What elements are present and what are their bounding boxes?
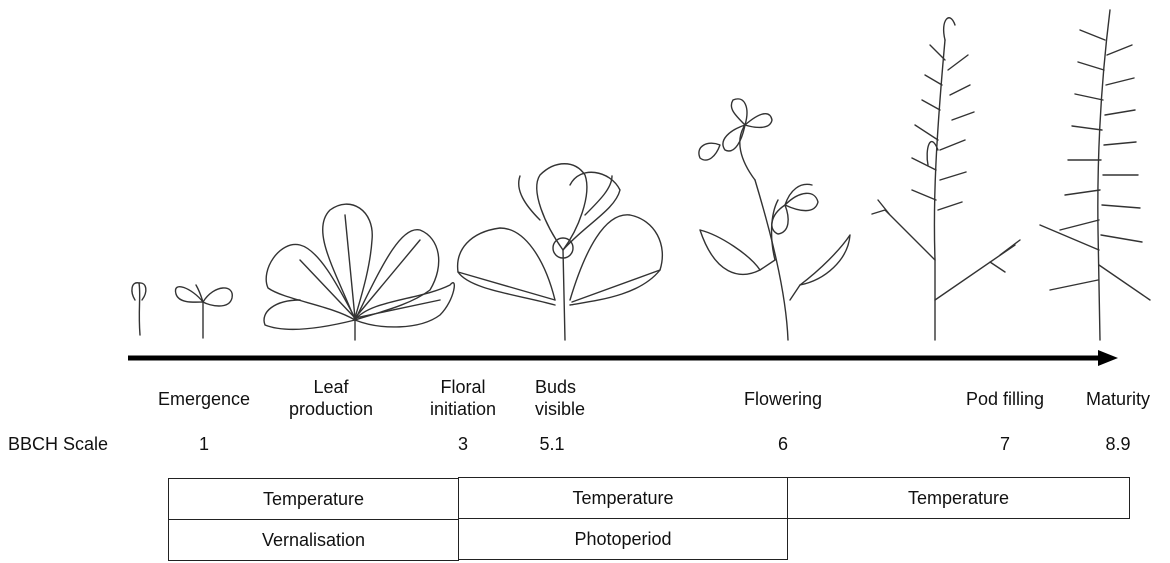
seedling-icon	[132, 283, 146, 335]
stage-label-flowering: Flowering	[744, 388, 822, 410]
stage-label-emergence: Emergence	[158, 388, 250, 410]
bolting-rosette-icon	[458, 164, 663, 340]
mature-pod-stem-icon	[1040, 10, 1150, 340]
pod-filling-stem-icon	[872, 18, 1020, 340]
factor-box: Temperature	[787, 477, 1130, 519]
factor-box: Temperature	[168, 478, 459, 520]
stage-label-pod-filling: Pod filling	[966, 388, 1044, 410]
timeline-arrow	[128, 350, 1118, 366]
bbch-value: 5.1	[539, 434, 564, 455]
leaf-rosette-icon	[264, 204, 454, 340]
factor-box: Temperature	[458, 477, 788, 519]
factor-box: Photoperiod	[458, 518, 788, 560]
bbch-scale-title: BBCH Scale	[8, 434, 108, 455]
bbch-value: 1	[199, 434, 209, 455]
bbch-value: 3	[458, 434, 468, 455]
bbch-value: 8.9	[1105, 434, 1130, 455]
stage-label-maturity: Maturity	[1086, 388, 1150, 410]
plant-illustrations	[0, 0, 1170, 370]
bbch-value: 7	[1000, 434, 1010, 455]
factor-box: Vernalisation	[168, 519, 459, 561]
bbch-value: 6	[778, 434, 788, 455]
flowering-branch-icon	[699, 99, 850, 340]
seedling-cotyledons-icon	[175, 285, 232, 338]
